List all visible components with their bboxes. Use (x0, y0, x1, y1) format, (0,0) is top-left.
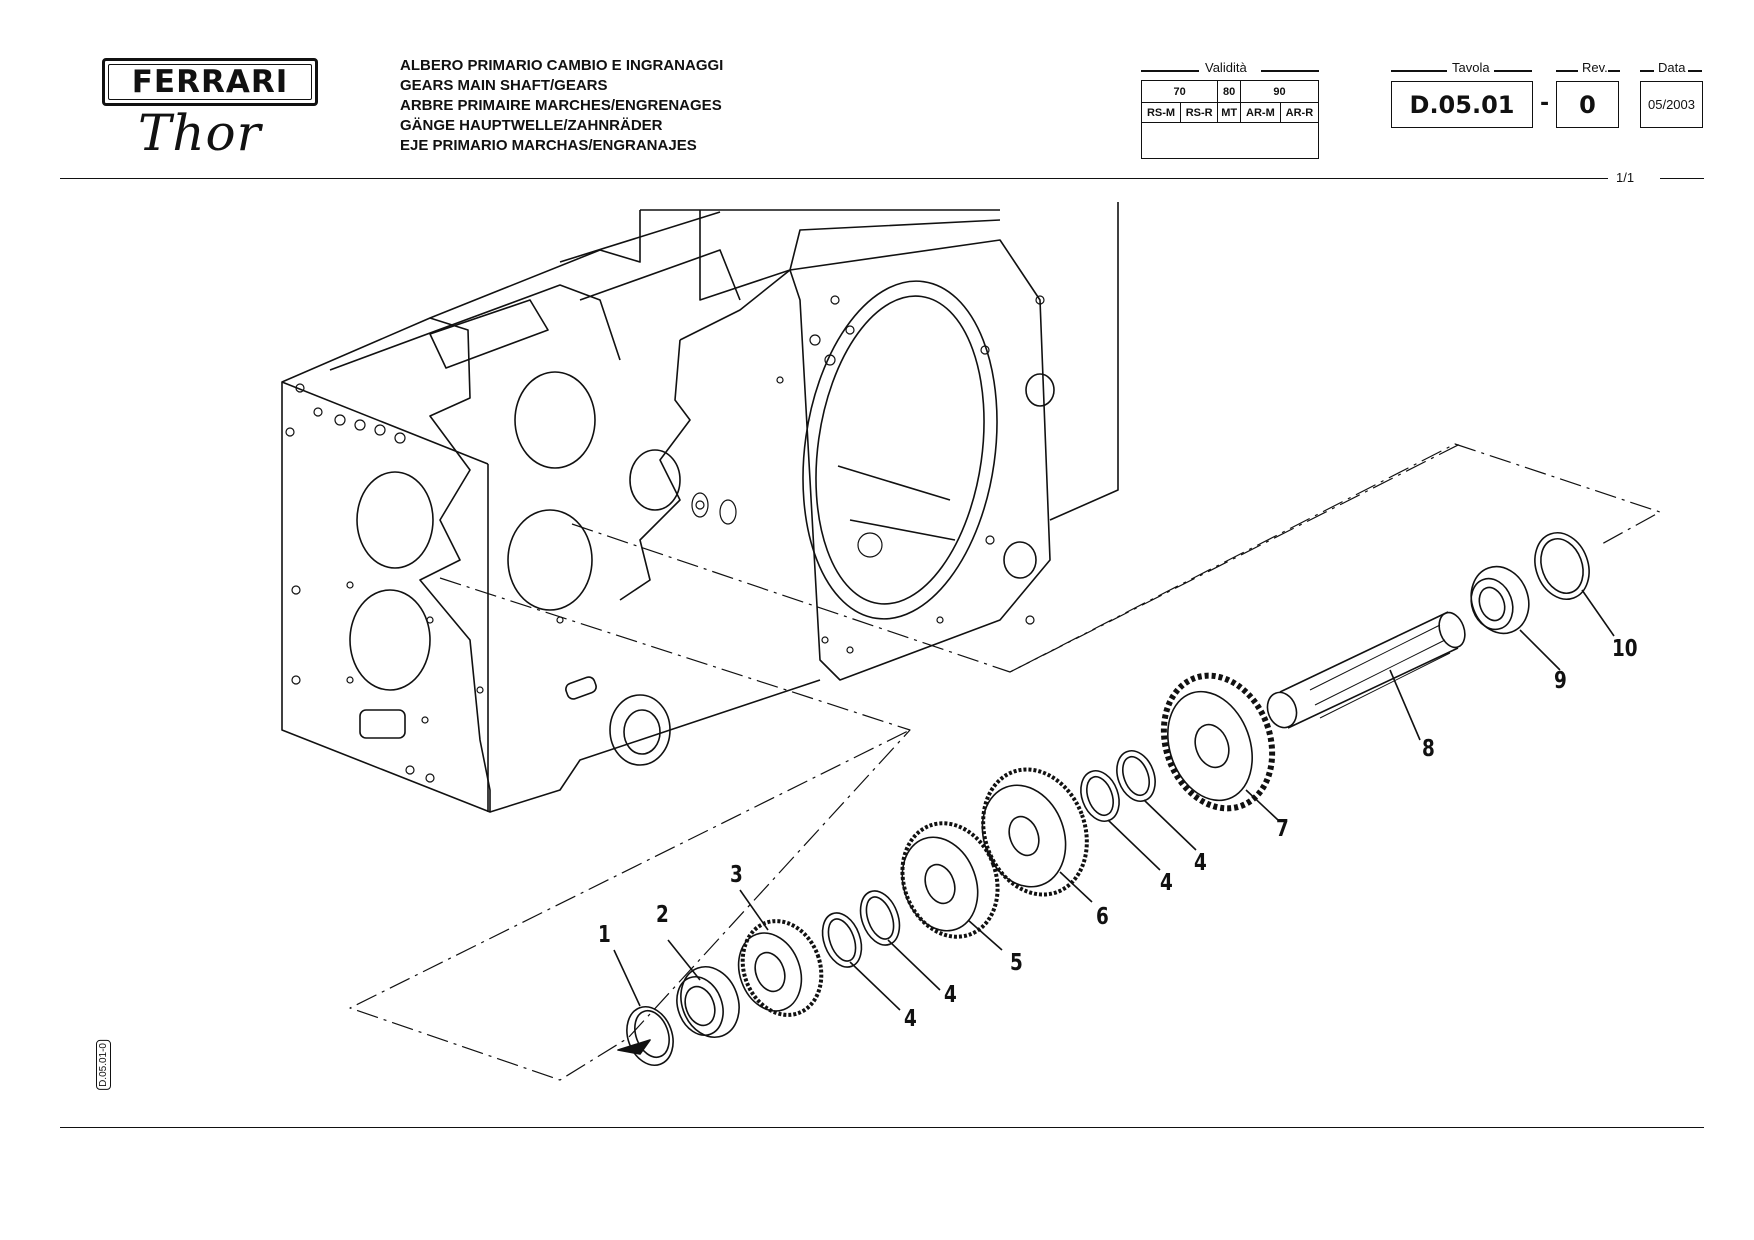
validity-empty-cell (1141, 122, 1319, 159)
title-line-en: GEARS MAIN SHAFT/GEARS (400, 77, 608, 94)
logo-brand-text: FERRARI (108, 64, 312, 100)
callout-5: 5 (1010, 950, 1023, 976)
validity-caption-rule-left (1141, 70, 1199, 72)
part-4-spacer-b (859, 890, 901, 946)
tavola-caption-rule-left (1391, 70, 1447, 72)
callout-10: 10 (1612, 636, 1638, 662)
callout-1: 1 (598, 922, 611, 948)
tavola-caption-rule-right (1494, 70, 1532, 72)
ferrari-logo: FERRARI (102, 58, 318, 106)
rev-caption-rule-right (1608, 70, 1620, 72)
tavola-separator: - (1540, 91, 1550, 116)
rev-caption: Rev. (1582, 60, 1608, 75)
validity-caption-rule-right (1261, 70, 1319, 72)
part-4-spacer-a (821, 912, 863, 968)
callout-4: 4 (944, 982, 957, 1008)
header-rule (60, 178, 1608, 179)
rev-caption-rule-left (1556, 70, 1578, 72)
title-line-es: EJE PRIMARIO MARCHAS/ENGRANAJES (400, 137, 697, 154)
data-caption: Data (1658, 60, 1686, 75)
validity-code: MT (1217, 102, 1241, 123)
part-2-bearing (676, 966, 740, 1038)
part-6-gear (981, 767, 1089, 897)
header-rule-end (1660, 178, 1704, 179)
validity-table: 70 80 90 RS-M RS-R MT AR-M AR-R (1140, 80, 1320, 159)
part-10-snap-ring (1534, 532, 1590, 600)
tavola-caption: Tavola (1452, 60, 1490, 75)
title-line-it: ALBERO PRIMARIO CAMBIO E INGRANAGGI (400, 57, 724, 74)
callout-4: 4 (904, 1006, 917, 1032)
validity-code: RS-M (1141, 102, 1181, 123)
title-line-de: GÄNGE HAUPTWELLE/ZAHNRÄDER (400, 117, 663, 134)
rev-value: 0 (1556, 81, 1619, 128)
title-line-fr: ARBRE PRIMAIRE MARCHES/ENGRENAGES (400, 97, 722, 114)
data-value: 05/2003 (1640, 81, 1703, 128)
callout-6: 6 (1096, 904, 1109, 930)
part-5-gear (900, 821, 1000, 939)
part-4-spacer-d (1116, 750, 1156, 802)
validity-code: AR-R (1279, 102, 1320, 123)
footer-rule (60, 1127, 1704, 1128)
tavola-value: D.05.01 (1391, 81, 1533, 128)
assembly-lines (349, 443, 1661, 1081)
part-7-gear (1160, 672, 1276, 812)
callout-4: 4 (1194, 850, 1207, 876)
callout-9: 9 (1554, 668, 1567, 694)
logo-model-text: Thor (138, 104, 262, 162)
data-caption-rule-right (1688, 70, 1702, 72)
callout-2: 2 (656, 902, 669, 928)
part-3-gear (737, 919, 824, 1017)
validity-caption: Validità (1205, 60, 1247, 75)
part-8-main-shaft (1266, 611, 1466, 729)
page-indicator: 1/1 (1610, 170, 1641, 185)
part-9-bearing (1470, 565, 1530, 635)
callout-4: 4 (1160, 870, 1173, 896)
callout-8: 8 (1422, 736, 1435, 762)
leader-lines (613, 589, 1615, 1011)
callout-3: 3 (730, 862, 743, 888)
gearbox-housing (281, 202, 1119, 813)
part-1-snap-ring (617, 1006, 674, 1066)
data-caption-rule-left (1640, 70, 1654, 72)
callout-7: 7 (1276, 816, 1289, 842)
